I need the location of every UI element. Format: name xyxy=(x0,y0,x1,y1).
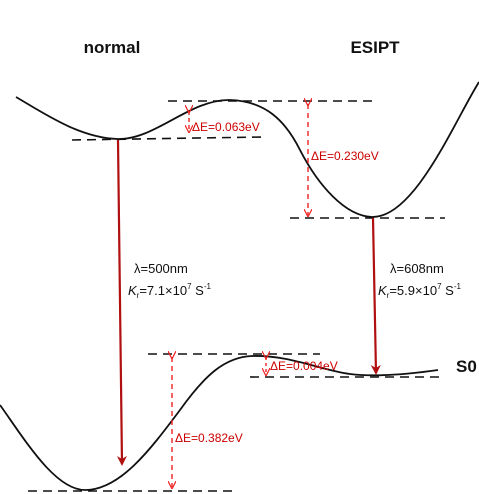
header-s0: S0 xyxy=(456,357,477,376)
emission-arrow-esipt xyxy=(370,217,381,375)
gap-label-normal-ground: ΔE=0.382eV xyxy=(175,431,243,445)
excited-state-curve xyxy=(15,81,479,218)
header-esipt: ESIPT xyxy=(350,38,400,57)
level-normal-excited-min xyxy=(71,136,263,141)
gap-label-esipt-excited: ΔE=0.230eV xyxy=(311,149,379,163)
gap-label-esipt-ground: ΔE=0.004eV xyxy=(270,359,338,373)
gap-label-normal-excited: ΔE=0.063eV xyxy=(192,120,260,134)
normal-wavelength-label: λ=500nm xyxy=(134,261,188,276)
header-normal: normal xyxy=(84,38,141,57)
ground-state-curve xyxy=(0,355,439,491)
emission-arrow-normal xyxy=(116,139,127,466)
normal-kr-label: Kr=7.1×107 S-1 xyxy=(128,282,211,300)
esipt-wavelength-label: λ=608nm xyxy=(390,261,444,276)
esipt-kr-label: Kr=5.9×107 S-1 xyxy=(378,282,461,300)
